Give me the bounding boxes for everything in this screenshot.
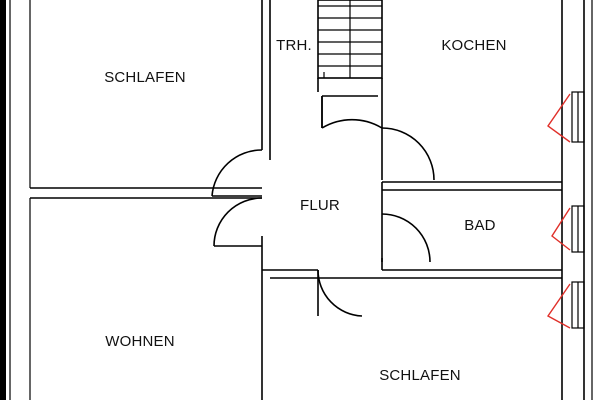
window-icon	[546, 91, 585, 329]
door-swing-icon	[211, 96, 435, 317]
room-label-schlafen-bottom: SCHLAFEN	[379, 367, 461, 384]
room-label-kochen: KOCHEN	[441, 37, 506, 54]
room-label-schlafen-top: SCHLAFEN	[104, 69, 186, 86]
stair-icon	[317, 0, 383, 79]
room-label-trh: TRH.	[276, 37, 312, 54]
wall-left-outer	[0, 0, 6, 400]
room-label-flur: FLUR	[300, 197, 340, 214]
room-label-wohnen: WOHNEN	[105, 333, 175, 350]
room-label-bad: BAD	[464, 217, 495, 234]
